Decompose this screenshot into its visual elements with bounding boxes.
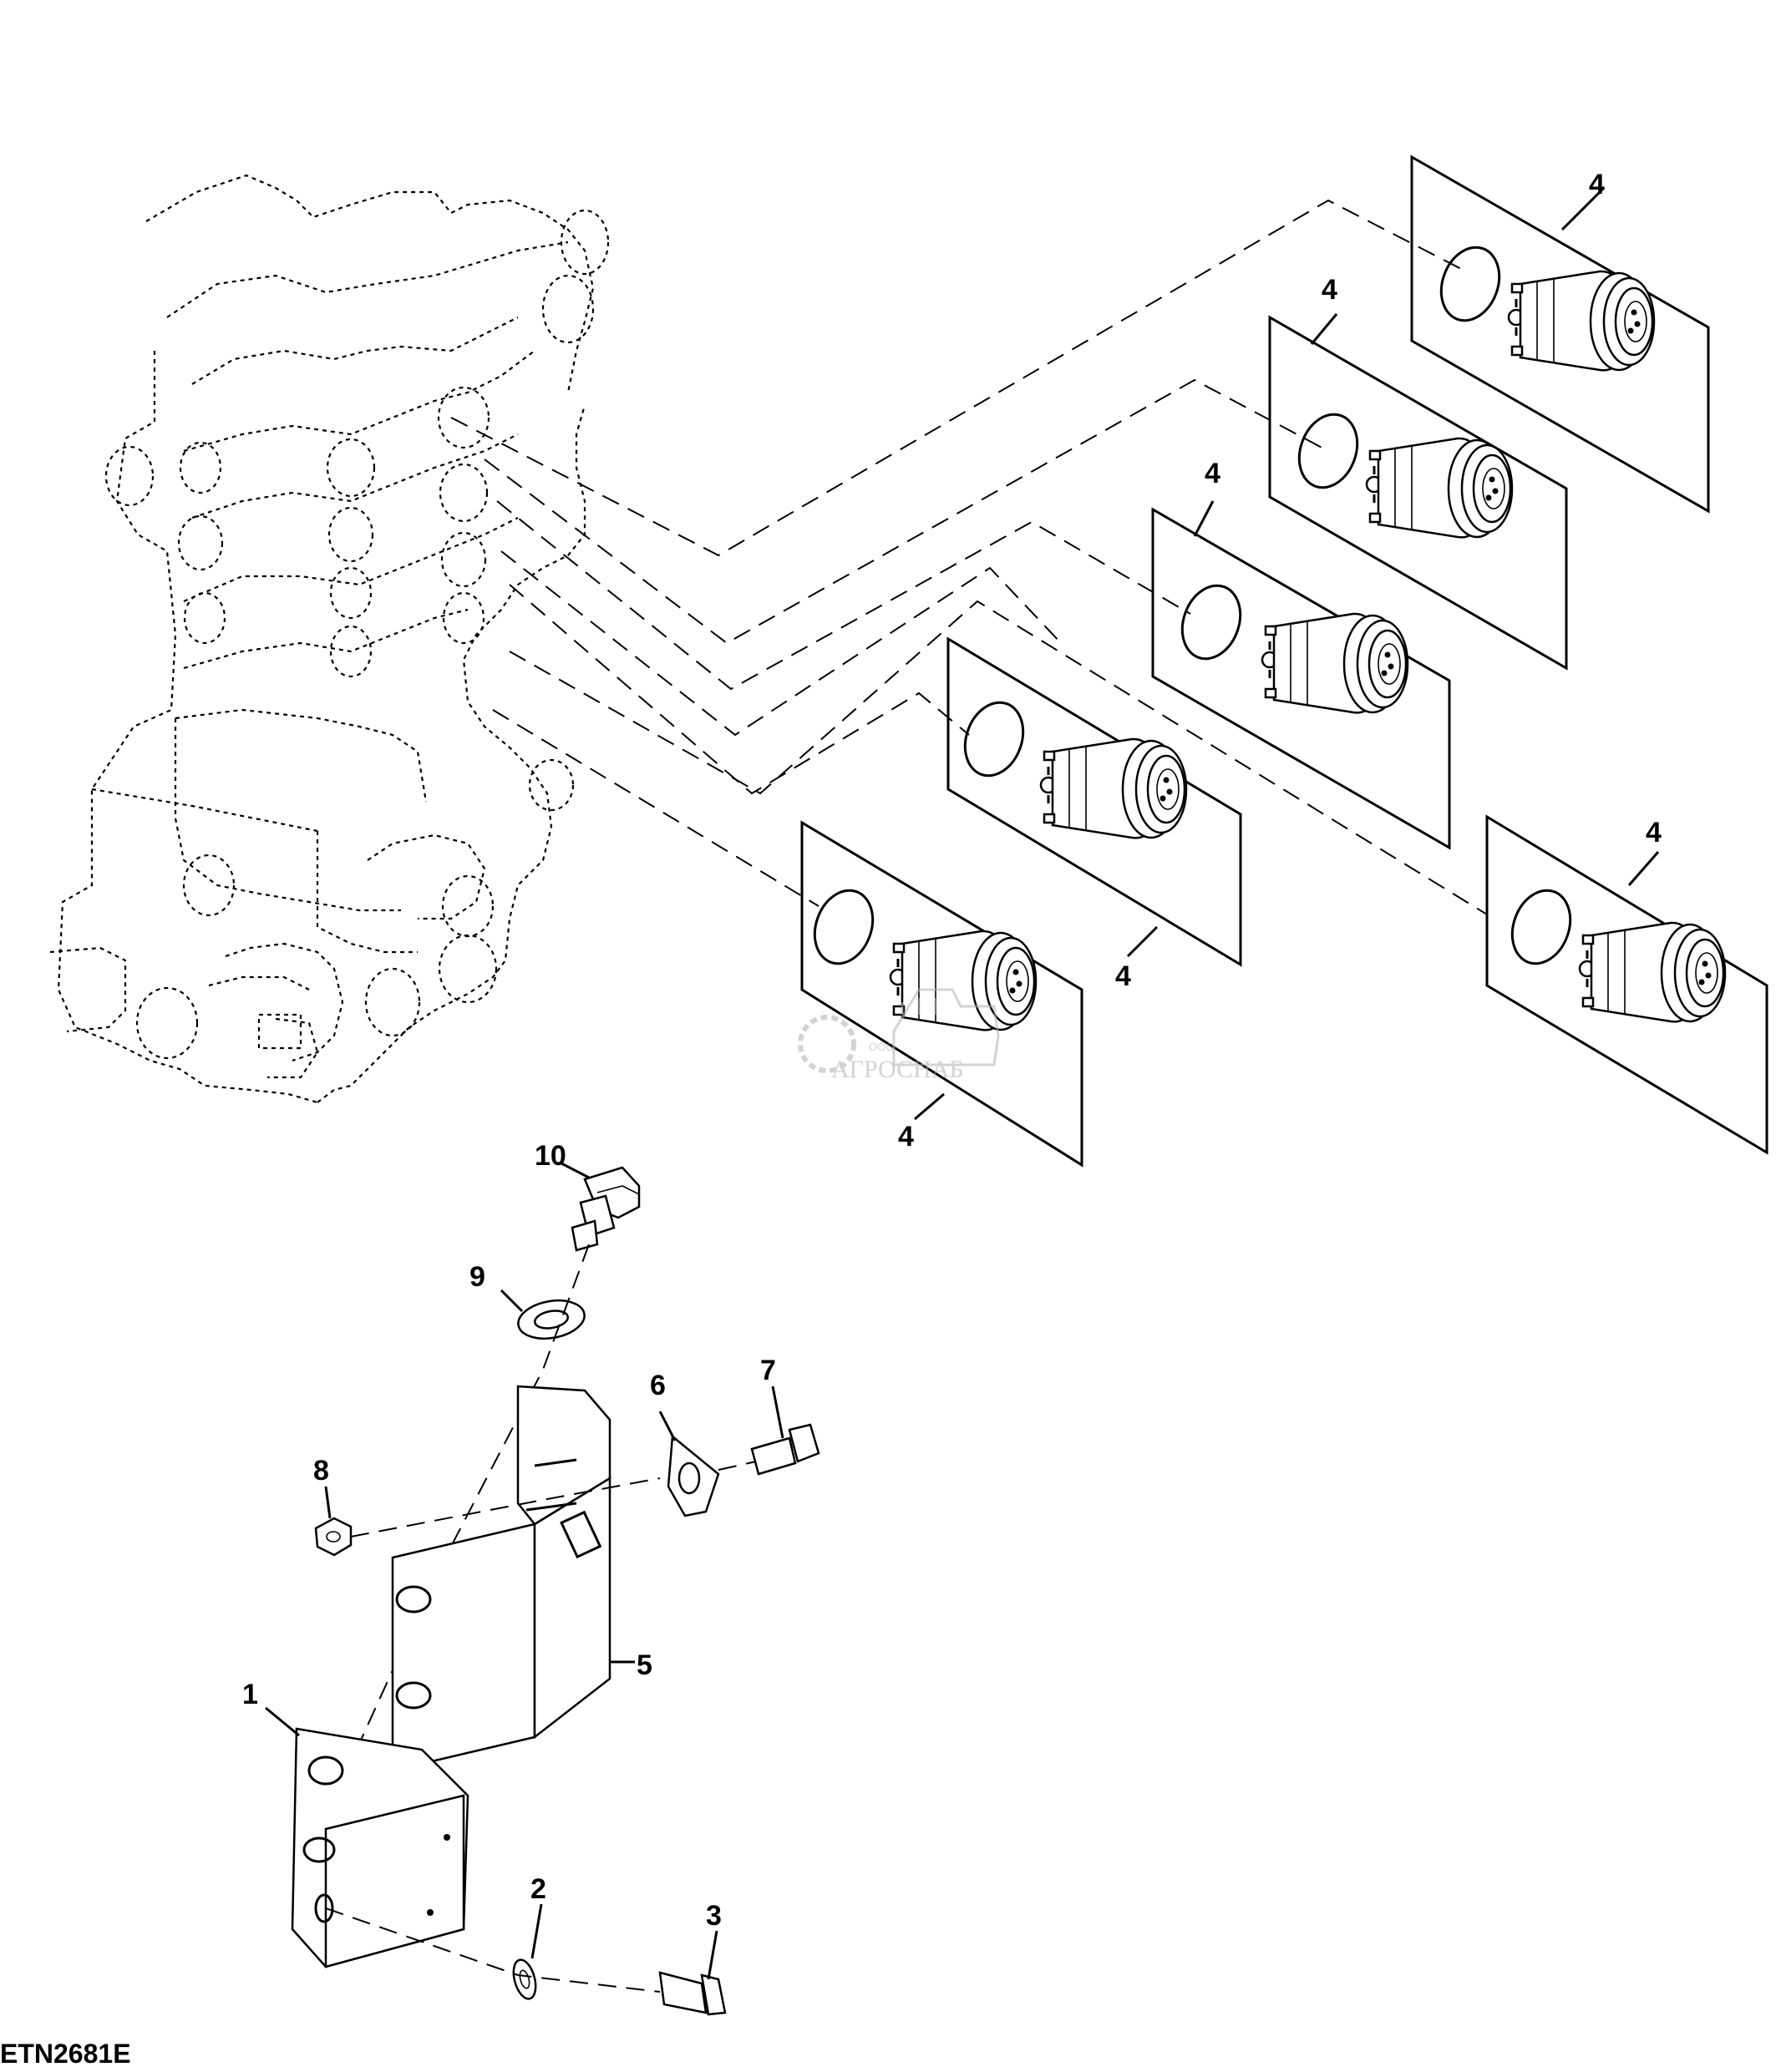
screw: [750, 1423, 820, 1476]
watermark-brand: АГРОСНАБ: [831, 1056, 964, 1083]
solenoid-assembly-5: [800, 820, 1083, 1168]
solenoid-assembly-3: [1151, 500, 1451, 850]
solenoid-assembly-4: [946, 636, 1242, 967]
bolt-lower: [658, 1971, 727, 2016]
solenoid-assembly-6: [1485, 814, 1768, 1155]
callout-solenoid-5: 4: [898, 1121, 914, 1153]
callout-washer-lower: 2: [530, 1873, 546, 1905]
callout-solenoid-4: 4: [1115, 960, 1131, 992]
callout-washer-upper: 9: [469, 1261, 485, 1293]
callout-bolt-upper: 10: [535, 1140, 566, 1172]
watermark-logo: ООО АГРОСНАБ: [798, 988, 1000, 1083]
bracket-lower: [291, 1727, 469, 1968]
callout-solenoid-3: 4: [1205, 458, 1220, 489]
bolt-upper: [571, 1166, 641, 1252]
callout-bracket-upper: 5: [637, 1649, 652, 1681]
clip: [667, 1434, 720, 1517]
callout-solenoid-2: 4: [1322, 274, 1337, 306]
solenoid-assembly-1: [1410, 155, 1710, 514]
solenoid-assembly-2: [1268, 313, 1568, 671]
callout-bolt-lower: 3: [706, 1900, 722, 1932]
callout-leaders: [265, 1161, 784, 1980]
bracket-upper: [391, 1385, 611, 1772]
nut: [314, 1517, 353, 1557]
callout-clip: 6: [650, 1370, 666, 1401]
solenoid-leader-lines: [450, 199, 1488, 915]
callout-screw: 7: [760, 1355, 776, 1386]
callout-solenoid-6: 4: [1646, 817, 1662, 849]
callout-solenoid-1: 4: [1589, 169, 1605, 200]
washer-upper: [517, 1299, 586, 1340]
figure-id: ETN2681E: [0, 2039, 131, 2069]
washer-lower: [512, 1958, 537, 2000]
watermark-prefix: ООО: [869, 1041, 894, 1053]
callout-bracket-lower: 1: [242, 1679, 258, 1710]
callout-nut: 8: [313, 1455, 329, 1487]
valve-body-outline: [49, 174, 610, 1104]
